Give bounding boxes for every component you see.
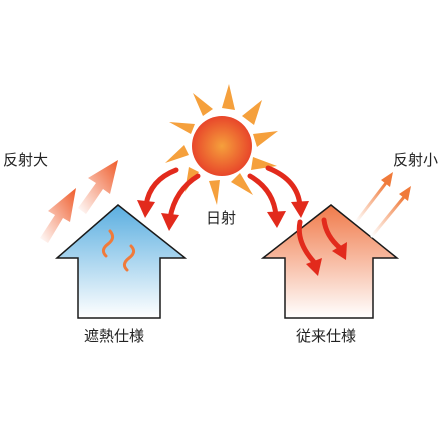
reflection-large-arrows xyxy=(40,160,118,243)
right-house-heat-arrows xyxy=(296,217,343,265)
sunlight-label: 日射 xyxy=(206,209,237,227)
reflection-small-label: 反射小 xyxy=(393,151,439,169)
reflection-large-label: 反射大 xyxy=(3,151,49,169)
sunlight-arrow-left-1 xyxy=(143,167,179,208)
sunlight-arrow-left-2 xyxy=(167,173,201,221)
reflection-small-arrows xyxy=(354,172,411,238)
right-house xyxy=(260,204,400,319)
reflection-large-arrow-1 xyxy=(40,188,76,243)
right-house-heat-arrowheads xyxy=(306,242,347,276)
left-house-label: 遮熱仕様 xyxy=(84,327,145,345)
sunlight-arrowheads xyxy=(137,200,309,231)
left-house-heat-marks xyxy=(101,229,136,272)
right-house-label: 従来仕様 xyxy=(296,327,357,345)
reflection-small-arrow-1 xyxy=(354,181,388,224)
sun-core xyxy=(192,116,252,176)
reflection-small-arrow-2 xyxy=(370,195,406,238)
reflection-large-arrow-2 xyxy=(78,160,118,214)
sun-icon xyxy=(165,84,278,205)
sunlight-arrow-right-1 xyxy=(247,173,279,219)
left-house xyxy=(54,204,188,319)
